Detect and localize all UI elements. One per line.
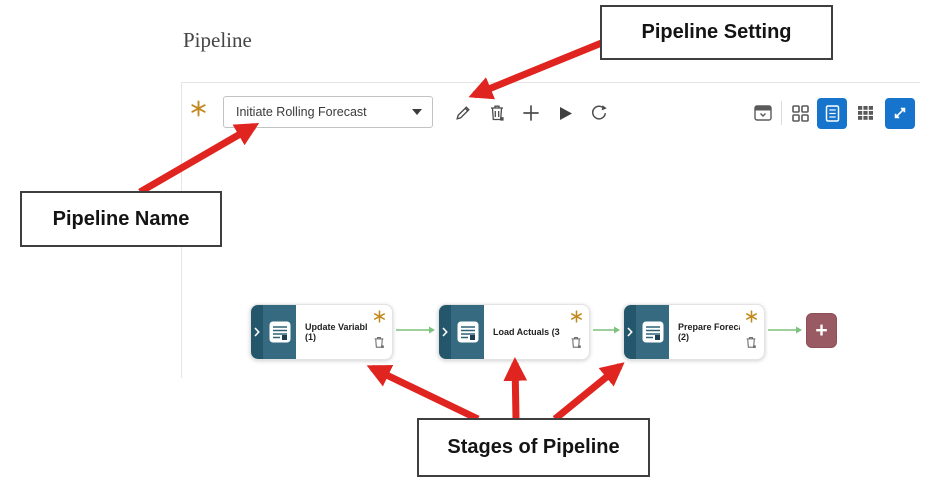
delete-trash-icon[interactable] <box>486 102 508 124</box>
view-switcher <box>752 97 915 129</box>
stage-subtitle: (2) <box>678 332 689 342</box>
stage-thumbnail <box>251 305 296 359</box>
list-view-button-active[interactable] <box>817 97 847 129</box>
edit-pencil-icon[interactable] <box>452 102 474 124</box>
stage-type-form-icon <box>263 305 296 359</box>
stage-connector-arrow <box>396 326 435 334</box>
pipeline-selector[interactable]: Initiate Rolling Forecast <box>223 96 433 128</box>
stage-expand-chevron-icon[interactable] <box>624 305 636 359</box>
stage-title: Update Variabl… <box>305 322 368 332</box>
panel-top-border <box>181 82 920 83</box>
refresh-icon[interactable] <box>588 102 610 124</box>
collapse-panel-icon[interactable] <box>752 102 774 124</box>
stage-title: Load Actuals (3 <box>493 327 560 337</box>
page-title: Pipeline <box>183 28 252 52</box>
chevron-down-icon <box>412 109 422 115</box>
stage-expand-chevron-icon[interactable] <box>251 305 263 359</box>
card-view-icon[interactable] <box>789 102 811 124</box>
callout-stages-of-pipeline: Stages of Pipeline <box>417 418 650 477</box>
stage-title: Prepare Foreca… <box>678 322 740 332</box>
stage-thumbnail <box>624 305 669 359</box>
callout-pipeline-name: Pipeline Name <box>20 191 222 247</box>
stage-subtitle: (1) <box>305 332 316 342</box>
stage-card-update-variables[interactable]: Update Variabl… (1) <box>250 304 393 360</box>
add-stage-button[interactable]: + <box>806 313 837 348</box>
run-play-icon[interactable] <box>554 102 576 124</box>
required-asterisk-icon <box>373 310 386 328</box>
required-asterisk-icon <box>745 310 758 328</box>
stage-thumbnail <box>439 305 484 359</box>
expand-fullscreen-button[interactable] <box>885 97 915 129</box>
toolbar-divider <box>781 101 782 125</box>
callout-pipeline-setting: Pipeline Setting <box>600 5 833 60</box>
pipeline-selector-value: Initiate Rolling Forecast <box>236 105 367 119</box>
stage-connector-arrow <box>768 326 802 334</box>
stage-expand-chevron-icon[interactable] <box>439 305 451 359</box>
table-view-icon[interactable] <box>854 102 876 124</box>
required-asterisk-icon <box>570 310 583 328</box>
required-asterisk-icon <box>190 100 207 122</box>
delete-stage-icon[interactable] <box>745 336 757 354</box>
pipeline-toolbar <box>452 98 610 128</box>
stage-type-form-icon <box>451 305 484 359</box>
add-plus-icon[interactable] <box>520 102 542 124</box>
stage-connector-arrow <box>593 326 620 334</box>
stage-card-load-actuals[interactable]: Load Actuals (3 <box>438 304 590 360</box>
delete-stage-icon[interactable] <box>373 336 385 354</box>
stage-card-prepare-forecast[interactable]: Prepare Foreca… (2) <box>623 304 765 360</box>
delete-stage-icon[interactable] <box>570 336 582 354</box>
stage-type-form-icon <box>636 305 669 359</box>
